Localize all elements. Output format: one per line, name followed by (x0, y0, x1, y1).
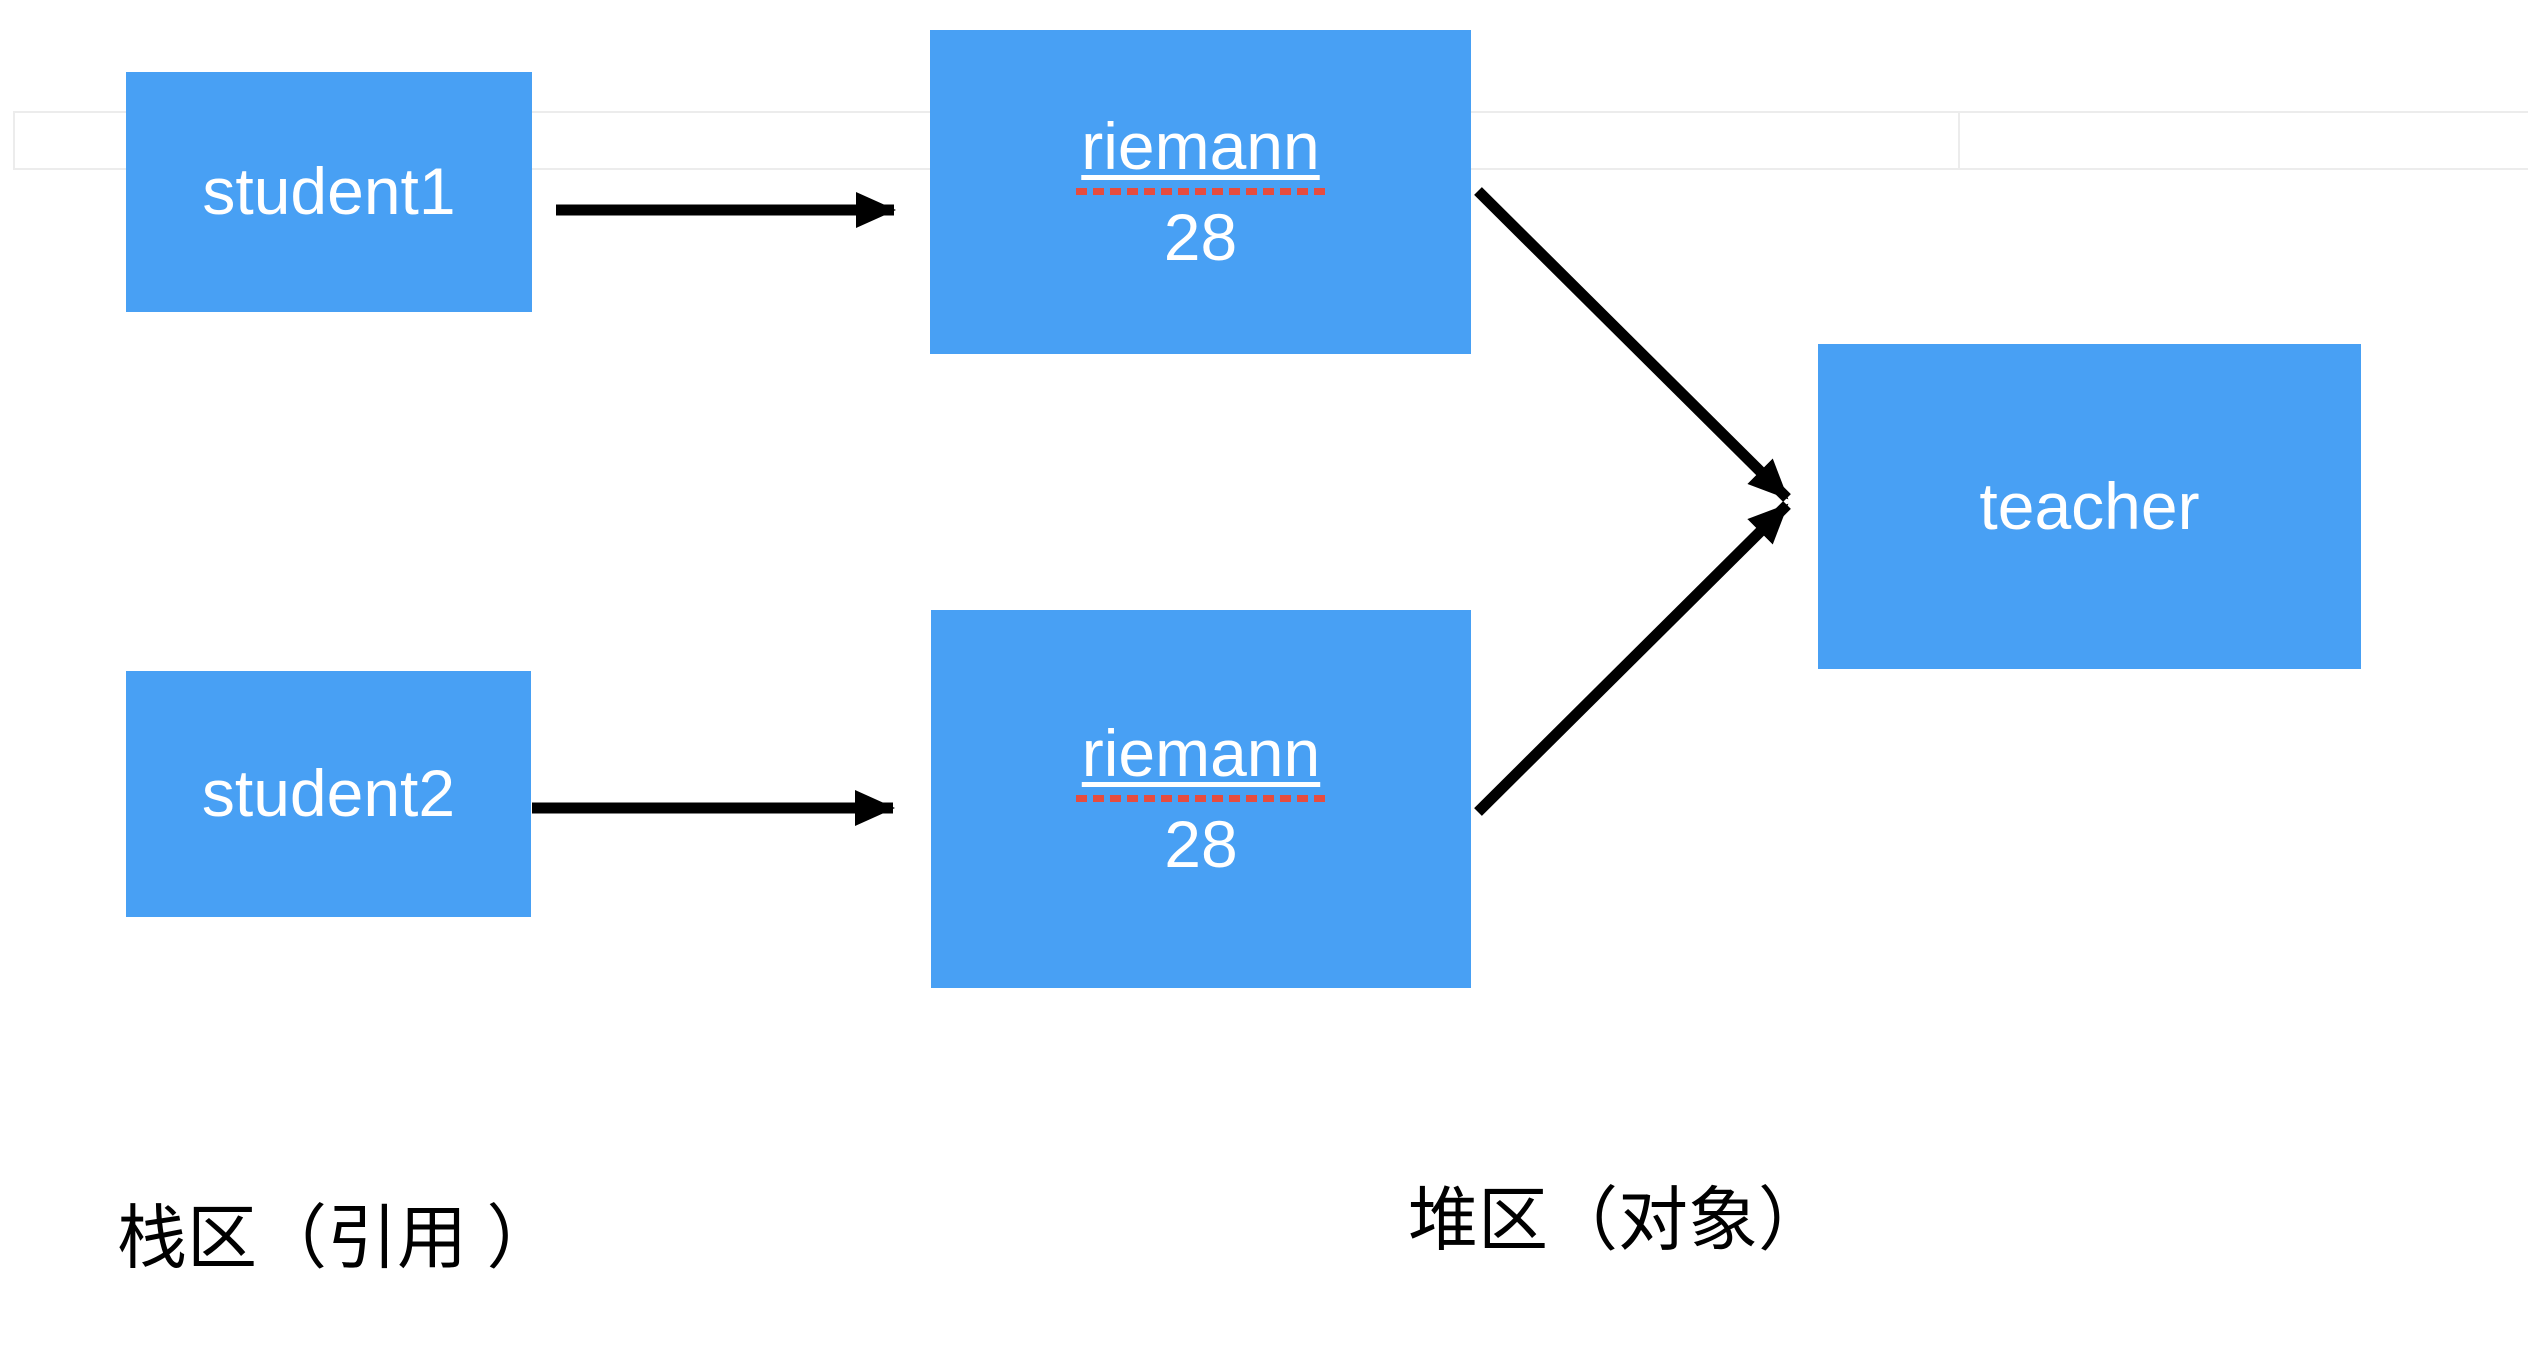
arrow-object2-to-teacher-icon (1474, 501, 1791, 816)
heap-object2-age: 28 (1164, 806, 1238, 881)
stack-ref-student2-label: student2 (201, 756, 456, 831)
heap-object1-box: riemann 28 (930, 30, 1471, 354)
heap-object1-age: 28 (1163, 199, 1238, 274)
heap-object-teacher-box: teacher (1818, 344, 2361, 669)
stack-area-label: 栈区（引用 ） (117, 1199, 557, 1277)
spellcheck-underline-icon (1076, 794, 1326, 802)
stack-ref-student1-box: student1 (126, 72, 532, 312)
heap-object1-name: riemann (1081, 108, 1320, 183)
spellcheck-underline-icon (1075, 187, 1326, 195)
stack-ref-student1-label: student1 (202, 154, 456, 229)
heap-area-label: 堆区（对象） (1408, 1181, 1828, 1259)
table-grid-divider (1958, 113, 1960, 168)
heap-object-teacher-label: teacher (1979, 468, 2200, 543)
arrow-object1-to-teacher-icon (1474, 187, 1791, 502)
heap-object2-name: riemann (1081, 715, 1321, 790)
stack-ref-student2-box: student2 (126, 671, 531, 917)
heap-object2-box: riemann 28 (931, 610, 1471, 988)
